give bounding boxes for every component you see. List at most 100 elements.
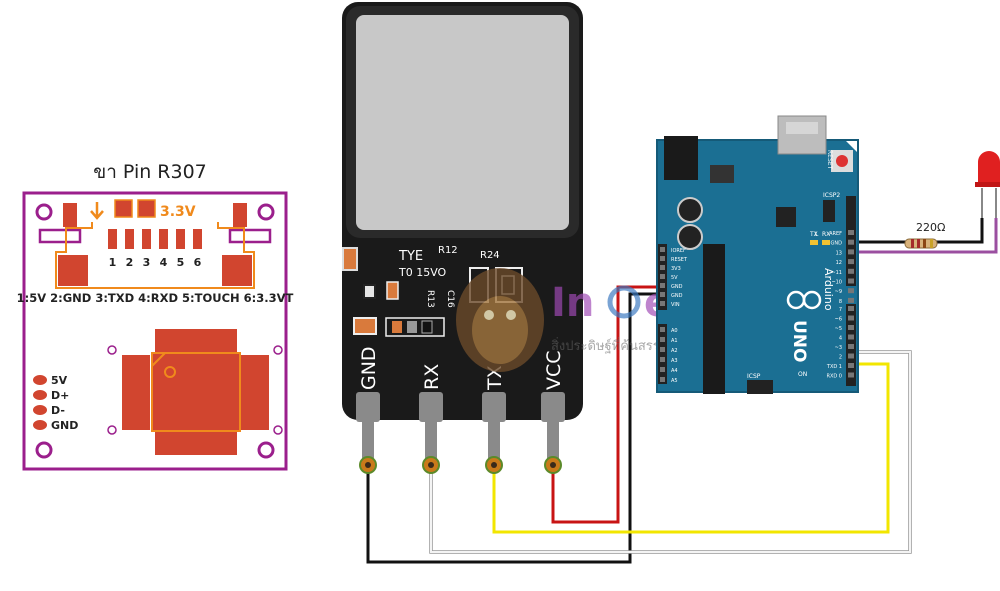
usb-pin-pad <box>33 375 47 385</box>
sensor-pin-body <box>419 392 443 422</box>
header-pin <box>848 278 854 284</box>
on-label: ON <box>798 371 807 378</box>
pin-number: 5 <box>177 256 185 269</box>
right-header-label: ~11 <box>831 270 842 276</box>
sensor-pin-body <box>541 392 565 422</box>
icsp2-label: ICSP2 <box>823 192 840 199</box>
icsp-header <box>747 380 773 394</box>
sensor-pin-body <box>482 392 506 422</box>
right-header-label: 13 <box>836 250 842 256</box>
right-header-label: ~6 <box>835 317 842 323</box>
wire-d13 <box>848 218 998 254</box>
sensor-pin-lead <box>362 420 374 462</box>
right-header-label: ~10 <box>831 280 842 286</box>
arduino-uno: RESET ICSP2 ICSP TX RX Arduino UNO ON L … <box>656 115 859 394</box>
mascot-eye <box>506 310 516 320</box>
reset-button[interactable] <box>836 155 848 167</box>
smd-component <box>342 247 358 271</box>
resistor-band <box>923 239 926 248</box>
sensor-pin-hole <box>428 462 434 468</box>
header-pin <box>660 247 665 252</box>
analog-header <box>658 324 667 384</box>
capacitor-icon <box>677 224 703 250</box>
via-icon <box>107 345 117 355</box>
smd-component <box>407 321 417 333</box>
arrow-down-icon <box>90 202 104 220</box>
header-pin <box>848 344 854 349</box>
via-icon <box>273 345 283 355</box>
right-header-label: GND <box>831 241 843 247</box>
sensor-pin-lead <box>547 420 559 462</box>
mascot-face <box>472 296 528 364</box>
via-icon <box>273 425 283 435</box>
copper-pad <box>222 255 252 286</box>
header-pin <box>848 297 854 303</box>
header-pin <box>660 265 665 270</box>
silk-label: R24 <box>480 250 500 261</box>
left-header-label: GND <box>671 293 683 299</box>
wire-vcc <box>551 285 660 524</box>
header-pin <box>660 256 665 261</box>
copper-pad <box>155 329 237 353</box>
usb-pin-label: D- <box>51 404 65 417</box>
connector-pins <box>108 229 202 249</box>
sensor-pin-label: VCC <box>543 350 565 390</box>
connector-silk <box>55 222 255 289</box>
resistor-band <box>917 239 920 248</box>
brand-label: Arduino <box>822 268 835 311</box>
right-header-label: ~9 <box>835 289 842 295</box>
rx-label: RX <box>822 231 830 238</box>
right-header-label: 7 <box>839 307 842 313</box>
usb-pin-pad <box>33 420 47 430</box>
copper-pad <box>122 355 150 430</box>
left-header-label: GND <box>671 284 683 290</box>
silk-label: R13 <box>425 290 435 308</box>
smd-component <box>386 281 399 300</box>
connector-pin <box>159 229 168 249</box>
voltage-regulator <box>710 165 734 183</box>
sensor-pin-hole <box>365 462 371 468</box>
tx-led <box>810 240 818 245</box>
silk-label: TYE <box>398 249 423 264</box>
usb-chip <box>776 207 796 227</box>
header-pin <box>660 337 665 342</box>
led-rim <box>975 182 1000 187</box>
header-pin <box>660 327 665 332</box>
copper-pad <box>241 355 269 430</box>
rx-led <box>822 240 830 245</box>
mascot-eye <box>484 310 494 320</box>
wire-gnd <box>366 292 660 564</box>
watermark-text-a: In <box>551 280 594 326</box>
sensor-window <box>356 15 569 230</box>
header-pin <box>848 288 854 294</box>
footprint-corner <box>151 352 166 367</box>
smd-component <box>421 320 433 334</box>
right-header-label: ~5 <box>835 326 842 332</box>
right-header-label: AREF <box>829 231 842 237</box>
pinout-title: ขา Pin R307 <box>93 161 207 183</box>
sensor-pin-lead <box>425 420 437 462</box>
header-pin <box>848 353 854 359</box>
pin-number: 2 <box>126 256 134 269</box>
resistor-band <box>911 239 914 248</box>
sensor-pin-hole <box>550 462 556 468</box>
silk-label: T0 15VO <box>398 266 447 279</box>
usb-pin-label: D+ <box>51 389 69 402</box>
left-header-label: A3 <box>671 358 678 364</box>
power-jack <box>664 136 698 180</box>
connector-pin <box>193 229 202 249</box>
wire-rx <box>430 351 911 553</box>
header-pin <box>848 306 854 311</box>
header-pin <box>848 363 854 368</box>
right-header-label: 4 <box>839 336 842 342</box>
header-pin <box>848 230 854 235</box>
header-pin <box>848 325 854 330</box>
right-header-label: 8 <box>839 299 842 305</box>
usb-pin-label: 5V <box>51 374 68 387</box>
pin1-dot-icon <box>164 366 176 378</box>
